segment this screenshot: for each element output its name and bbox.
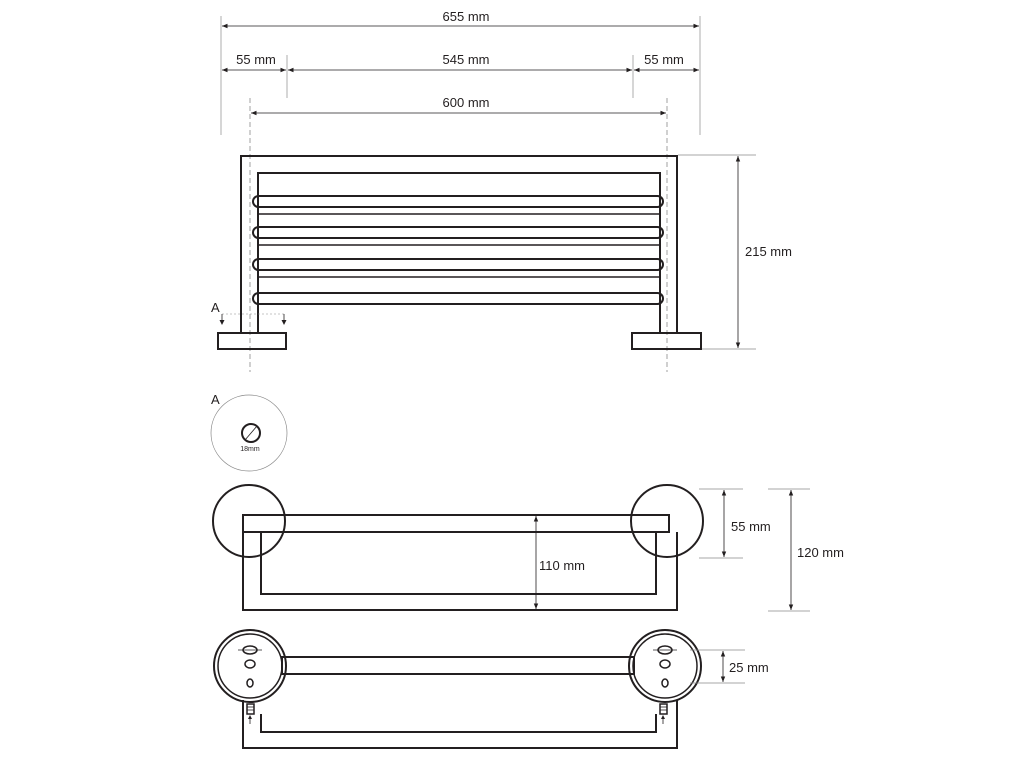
section-detail: A 18mm xyxy=(210,392,288,472)
tube-diameter-label: 18mm xyxy=(240,446,260,453)
dim-label-left-offset: 55 mm xyxy=(236,52,276,67)
section-detail-label: A xyxy=(211,392,220,407)
dim-label-shelf-depth: 55 mm xyxy=(731,519,771,534)
dim-label-overall-width: 655 mm xyxy=(443,9,490,24)
right-wall-mount xyxy=(631,332,702,350)
front-view: A 215 mm xyxy=(211,98,792,372)
top-view: 110 mm 55 mm 120 mm xyxy=(212,484,844,612)
dim-label-height: 215 mm xyxy=(745,244,792,259)
section-marker-label: A xyxy=(211,300,220,315)
dim-label-inner-depth: 110 mm xyxy=(539,558,585,573)
top-dimensions: 655 mm 55 mm 545 mm 55 mm 600 mm xyxy=(220,9,701,135)
dim-label-bar-spacing: 25 mm xyxy=(729,660,769,675)
dim-label-center-distance: 600 mm xyxy=(443,95,490,110)
dim-label-overall-depth: 120 mm xyxy=(797,545,844,560)
dim-label-right-offset: 55 mm xyxy=(644,52,684,67)
mounting-view: 25 mm xyxy=(213,629,769,749)
dim-label-middle-span: 545 mm xyxy=(443,52,490,67)
left-wall-mount xyxy=(217,332,287,350)
